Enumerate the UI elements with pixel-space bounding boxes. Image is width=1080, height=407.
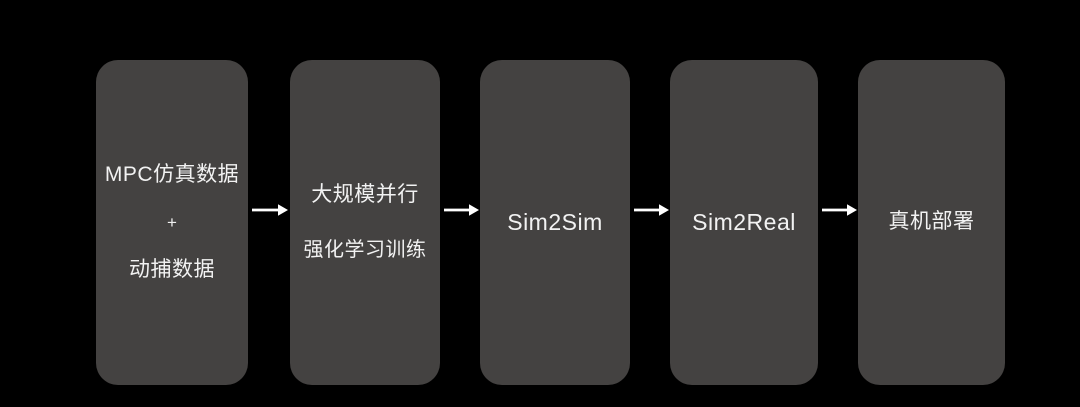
stage-label-group: 大规模并行 强化学习训练 bbox=[304, 182, 427, 262]
stage-label-rl-training: 强化学习训练 bbox=[303, 238, 427, 261]
stage-label-mpc-sim-data: MPC仿真数据 bbox=[104, 162, 240, 186]
stage-label-massive-parallel: 大规模并行 bbox=[311, 183, 419, 207]
stage-box-sim2real: Sim2Real bbox=[670, 60, 818, 385]
stage-box-real-robot-deployment: 真机部署 bbox=[858, 60, 1005, 385]
stage-box-rl-training: 大规模并行 强化学习训练 bbox=[290, 60, 440, 385]
arrow-1-icon bbox=[252, 201, 288, 219]
stage-box-data-collection: MPC仿真数据 + 动捕数据 bbox=[96, 60, 248, 385]
stage-label-mocap-data: 动捕数据 bbox=[128, 258, 215, 281]
stage-label-plus: + bbox=[167, 213, 177, 232]
stage-box-sim2sim: Sim2Sim bbox=[480, 60, 630, 385]
stage-label-real-robot-deployment: 真机部署 bbox=[888, 210, 975, 234]
arrow-3-icon bbox=[634, 201, 669, 219]
stage-label-sim2real: Sim2Real bbox=[692, 209, 796, 236]
arrow-2-icon bbox=[444, 201, 479, 219]
stage-label-sim2sim: Sim2Sim bbox=[507, 209, 603, 236]
stage-label-group: MPC仿真数据 + 动捕数据 bbox=[105, 162, 239, 284]
arrow-4-icon bbox=[822, 201, 857, 219]
